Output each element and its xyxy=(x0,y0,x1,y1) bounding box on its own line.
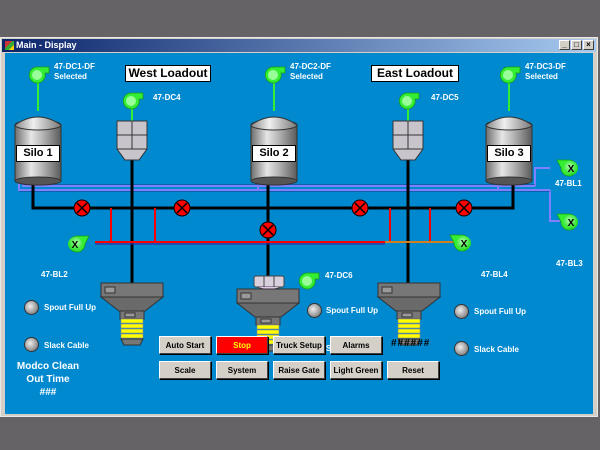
silo-1-label: Silo 1 xyxy=(16,145,60,162)
bl2-label: 47-BL2 xyxy=(41,270,68,279)
dc2-fan-icon[interactable] xyxy=(264,66,286,84)
spout-3-full-up-indicator xyxy=(454,304,469,319)
system-button[interactable]: System xyxy=(216,361,268,379)
dc3-status: Selected xyxy=(525,72,558,81)
modco-clean-out-time: Modco Clean Out Time ### xyxy=(13,360,83,399)
spout-1-slack-cable-indicator xyxy=(24,337,39,352)
window-title: Main - Display xyxy=(16,40,77,50)
spout-2-full-up-indicator xyxy=(307,303,322,318)
close-button[interactable]: × xyxy=(583,40,594,50)
valve-icon[interactable] xyxy=(73,199,91,217)
modco-line2: Out Time xyxy=(26,374,70,385)
svg-text:X: X xyxy=(568,218,575,229)
hopper-east xyxy=(392,120,424,161)
spout-3-slack-cable-indicator xyxy=(454,341,469,356)
alarms-button[interactable]: Alarms xyxy=(330,336,382,354)
maximize-button[interactable]: □ xyxy=(571,40,582,50)
modco-value: ### xyxy=(39,387,57,398)
valve-icon[interactable] xyxy=(351,199,369,217)
bl3-blower-icon[interactable]: X xyxy=(556,213,578,231)
dc1-status: Selected xyxy=(54,72,87,81)
bl4-blower-icon[interactable]: X xyxy=(449,234,471,252)
product-lines xyxy=(31,160,515,283)
hopper-west xyxy=(116,120,148,161)
auto-start-button[interactable]: Auto Start xyxy=(159,336,211,354)
spout-2-full-up-label: Spout Full Up xyxy=(326,306,378,315)
spout-1-slack-cable-label: Slack Cable xyxy=(44,341,89,350)
red-lines xyxy=(95,208,431,243)
display-value: ###### xyxy=(391,338,431,349)
modco-line1: Modco Clean xyxy=(16,361,80,372)
spout-1-full-up-label: Spout Full Up xyxy=(44,303,96,312)
bl2-blower-icon[interactable]: X xyxy=(68,235,90,253)
app-icon xyxy=(5,41,14,50)
silo-2-label: Silo 2 xyxy=(252,145,296,162)
dc1-id: 47-DC1-DF xyxy=(54,62,95,71)
dc5-fan-icon[interactable] xyxy=(398,92,420,110)
main-display-window: Main - Display _ □ × xyxy=(0,37,598,417)
spout-3-full-up-label: Spout Full Up xyxy=(474,307,526,316)
svg-text:X: X xyxy=(72,240,79,251)
bl4-label: 47-BL4 xyxy=(481,270,508,279)
valve-icon[interactable] xyxy=(455,199,473,217)
dc4-id: 47-DC4 xyxy=(153,93,181,102)
spout-1-full-up-indicator xyxy=(24,300,39,315)
truck-setup-button[interactable]: Truck Setup xyxy=(273,336,325,354)
bl1-blower-icon[interactable]: X xyxy=(556,159,578,177)
dc6-fan-icon[interactable] xyxy=(298,272,320,290)
east-loadout-title: East Loadout xyxy=(371,65,459,82)
light-green-button[interactable]: Light Green xyxy=(330,361,382,379)
svg-text:X: X xyxy=(461,239,468,250)
filter-dc6 xyxy=(253,275,285,290)
process-canvas: X X X X West Loadout East Loadout Silo 1 Si… xyxy=(5,53,593,414)
west-spout-icon xyxy=(99,282,165,346)
bl3-label: 47-BL3 xyxy=(556,259,583,268)
air-line-bl1 xyxy=(534,167,550,186)
dc5-id: 47-DC5 xyxy=(431,93,459,102)
air-line-bl3 xyxy=(549,190,560,222)
dc6-id: 47-DC6 xyxy=(325,271,353,280)
reset-button[interactable]: Reset xyxy=(387,361,439,379)
dc2-id: 47-DC2-DF xyxy=(290,62,331,71)
valve-icon[interactable] xyxy=(173,199,191,217)
stop-button[interactable]: Stop xyxy=(216,336,268,354)
svg-text:X: X xyxy=(568,164,575,175)
dc3-id: 47-DC3-DF xyxy=(525,62,566,71)
center-spout-icon xyxy=(235,288,301,352)
raise-gate-button[interactable]: Raise Gate xyxy=(273,361,325,379)
bl1-label: 47-BL1 xyxy=(555,179,582,188)
dc4-fan-icon[interactable] xyxy=(122,92,144,110)
valve-icon[interactable] xyxy=(259,221,277,239)
west-loadout-title: West Loadout xyxy=(125,65,211,82)
dc3-fan-icon[interactable] xyxy=(499,66,521,84)
minimize-button[interactable]: _ xyxy=(559,40,570,50)
dc2-status: Selected xyxy=(290,72,323,81)
silo-3-label: Silo 3 xyxy=(487,145,531,162)
title-bar: Main - Display _ □ × xyxy=(2,39,596,52)
spout-3-slack-cable-label: Slack Cable xyxy=(474,345,519,354)
dc1-fan-icon[interactable] xyxy=(28,66,50,84)
scale-button[interactable]: Scale xyxy=(159,361,211,379)
process-diagram: X X X X xyxy=(14,66,578,352)
east-spout-icon xyxy=(376,282,442,346)
